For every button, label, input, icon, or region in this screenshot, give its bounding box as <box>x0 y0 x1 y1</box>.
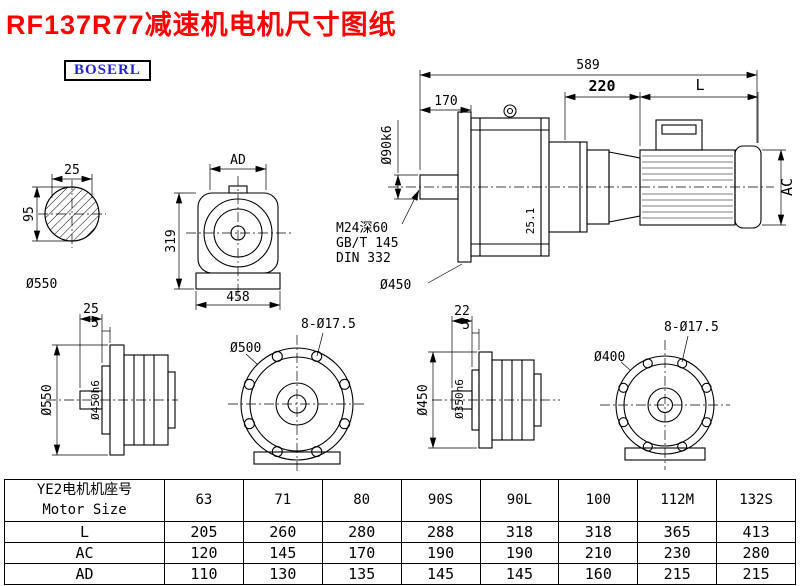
table-cell: 288 <box>400 521 481 543</box>
dim-350h6-b2: Ø350h6 <box>453 379 466 419</box>
gearbox-motor-side-view: 589 170 220 L AC Ø90k6 M24深60 GB/T 145 D… <box>336 58 796 293</box>
table-cell: 135 <box>321 563 402 585</box>
table-cell: 280 <box>716 542 796 564</box>
table-cell: 145 <box>400 563 481 585</box>
table-row-L: L 205 260 280 288 318 318 365 413 <box>4 521 796 543</box>
table-size-90L: 90L <box>479 479 560 522</box>
table-row-label-AC: AC <box>4 542 165 564</box>
table-size-80: 80 <box>321 479 402 522</box>
table-size-100: 100 <box>558 479 639 522</box>
table-cell: 318 <box>558 521 639 543</box>
table-cell: 130 <box>242 563 323 585</box>
label-bolt-holes-2: 8-Ø17.5 <box>664 320 719 335</box>
brand-logo: BOSERL <box>64 60 151 81</box>
table-header-row: YE2电机机座号 Motor Size 63 71 80 90S 90L 100… <box>4 479 796 522</box>
motor-size-table: YE2电机机座号 Motor Size 63 71 80 90S 90L 100… <box>4 479 796 585</box>
table-cell: 318 <box>479 521 560 543</box>
dim-22-b2: 22 <box>454 304 470 319</box>
dim-400: Ø400 <box>594 350 625 365</box>
table-cell: 145 <box>242 542 323 564</box>
dim-450h6-b1: Ø450h6 <box>89 380 102 420</box>
table-row-label-AD: AD <box>4 563 165 585</box>
label-thread: M24深60 <box>336 221 388 236</box>
table-cell: 280 <box>321 521 402 543</box>
page-title: RF137R77减速机电机尺寸图纸 <box>6 10 397 40</box>
dim-shaft-dia-90k6: Ø90k6 <box>380 125 395 164</box>
dim-450-b2: Ø450 <box>416 384 431 415</box>
table-cell: 170 <box>321 542 402 564</box>
dim-450-flange: Ø450 <box>380 278 411 293</box>
table-cell: 365 <box>637 521 718 543</box>
dim-5-b2: 5 <box>462 318 470 333</box>
flange-side-view-2: 22 5 Ø450 Ø350h6 <box>416 304 560 449</box>
table-cell: 215 <box>637 563 718 585</box>
table-cell: 120 <box>164 542 244 564</box>
technical-drawing: 25 95 Ø550 AD 319 458 <box>22 58 796 472</box>
dim-AC: AC <box>778 178 796 196</box>
dim-5-b1: 5 <box>91 316 99 331</box>
dim-ad: AD <box>230 153 246 168</box>
table-row-AD: AD 110 130 135 145 145 160 215 215 <box>4 563 796 585</box>
dim-220: 220 <box>588 77 615 95</box>
gearbox-front-view: AD 319 458 <box>164 153 292 310</box>
terminal-box <box>655 119 703 151</box>
flange-front-view-1: 8-Ø17.5 Ø500 <box>228 317 366 472</box>
label-din332: DIN 332 <box>336 251 391 266</box>
label-gbt145: GB/T 145 <box>336 236 399 251</box>
table-cell: 413 <box>716 521 796 543</box>
table-cell: 205 <box>164 521 244 543</box>
eyebolt-icon <box>503 104 517 118</box>
table-header-motor-size: YE2电机机座号 Motor Size <box>4 479 165 522</box>
table-header-cn: YE2电机机座号 <box>36 481 133 498</box>
dim-shaft-dia: Ø550 <box>26 277 57 292</box>
table-cell: 160 <box>558 563 639 585</box>
table-cell: 145 <box>479 563 560 585</box>
label-bolt-holes-1: 8-Ø17.5 <box>301 317 356 332</box>
dim-25-b1: 25 <box>83 302 99 317</box>
table-cell: 190 <box>400 542 481 564</box>
table-cell: 110 <box>164 563 244 585</box>
table-size-112M: 112M <box>637 479 718 522</box>
dim-shaft-height: 95 <box>22 206 37 222</box>
dim-500: Ø500 <box>230 341 261 356</box>
table-cell: 210 <box>558 542 639 564</box>
dim-458: 458 <box>226 290 249 305</box>
motor-body <box>639 149 736 226</box>
table-cell: 215 <box>716 563 796 585</box>
table-size-132S: 132S <box>716 479 796 522</box>
table-cell: 190 <box>479 542 560 564</box>
flange-front-view-2: 8-Ø17.5 Ø400 <box>594 320 730 470</box>
table-header-en: Motor Size <box>42 501 127 518</box>
shaft-section-hatch <box>44 186 100 242</box>
table-size-71: 71 <box>242 479 323 522</box>
dim-L: L <box>695 76 704 94</box>
shaft-section-view: 25 95 Ø550 <box>22 163 106 292</box>
table-row-label-L: L <box>4 521 165 543</box>
dim-589: 589 <box>576 58 599 73</box>
dim-550-b1: Ø550 <box>40 384 55 415</box>
dim-25-1: 25.1 <box>524 208 537 235</box>
table-size-90S: 90S <box>400 479 481 522</box>
table-cell: 260 <box>242 521 323 543</box>
table-row-AC: AC 120 145 170 190 190 210 230 280 <box>4 542 796 564</box>
dim-shaft-key-width: 25 <box>64 163 80 178</box>
table-size-63: 63 <box>164 479 244 522</box>
dim-170: 170 <box>434 94 457 109</box>
flange-side-view-1: 25 5 Ø550 Ø450h6 <box>40 302 178 456</box>
dim-319: 319 <box>164 229 179 252</box>
table-cell: 230 <box>637 542 718 564</box>
